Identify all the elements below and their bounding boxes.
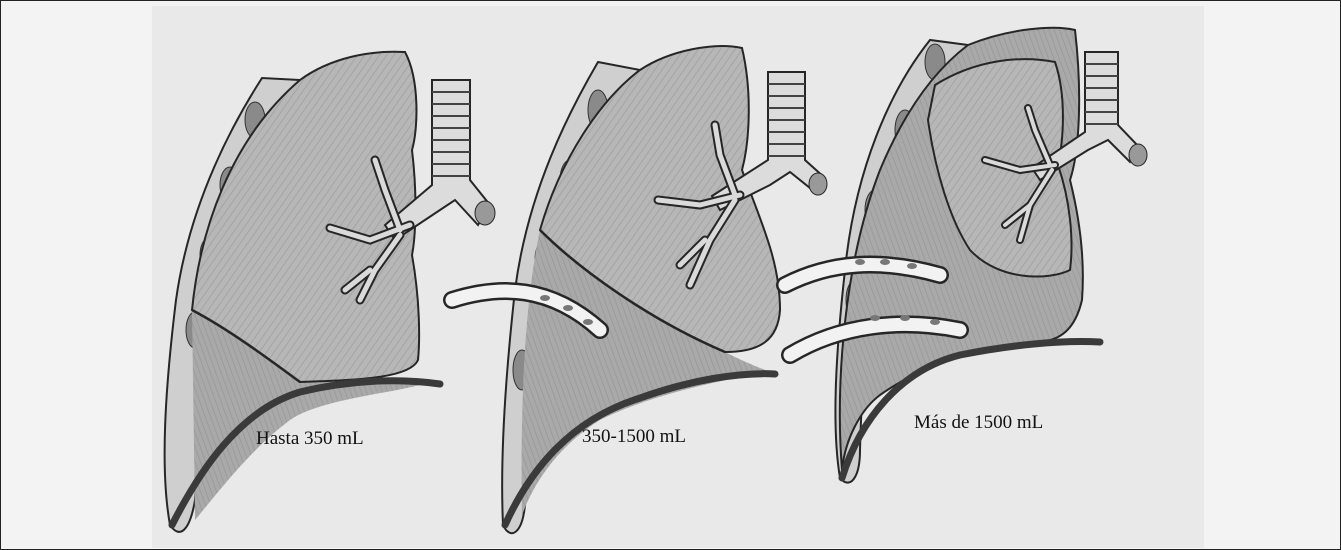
volume-label-350-1500: 350-1500 mL [582, 426, 686, 448]
volume-label-over-1500: Más de 1500 mL [914, 412, 1043, 434]
lung-panel-1 [165, 52, 495, 532]
volume-label-up-to-350: Hasta 350 mL [256, 428, 364, 450]
lung-panel-2 [452, 46, 827, 533]
